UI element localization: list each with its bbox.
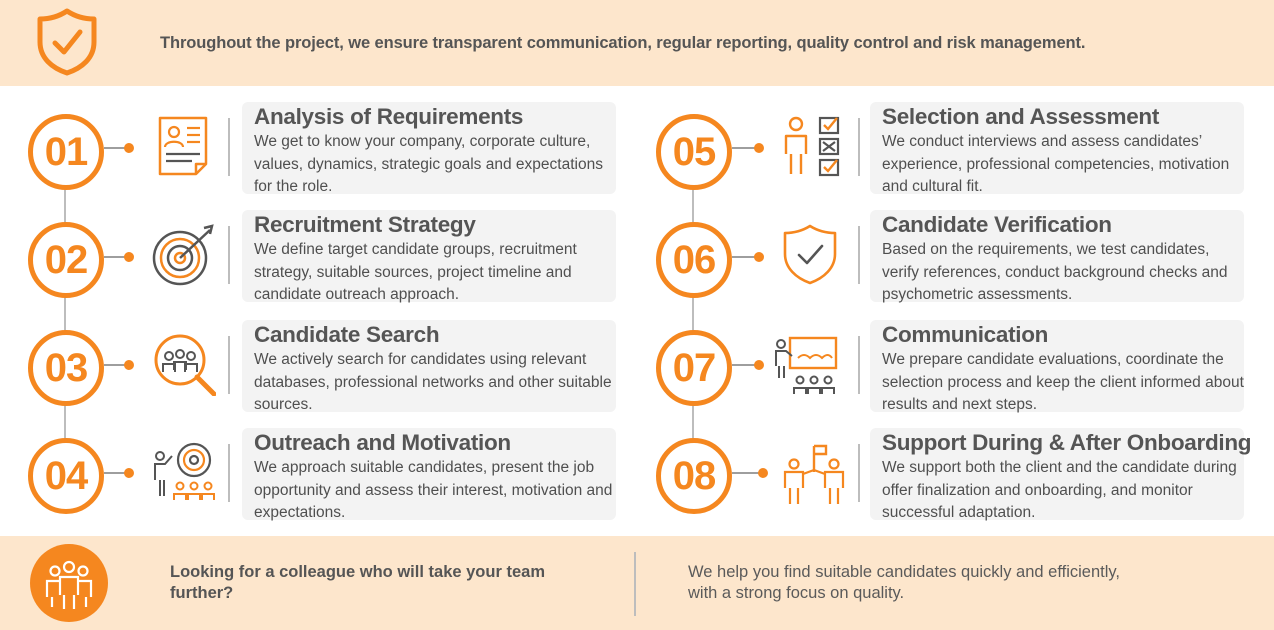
step-separator [858,226,860,284]
step-separator [858,118,860,176]
step-connector [732,147,758,149]
timeline-line-right [692,180,694,470]
step-separator [228,118,230,176]
team-badge [30,544,108,622]
step-card-07: Communication We prepare candidate evalu… [870,320,1244,413]
step-number-05: 05 [656,114,732,190]
presenter-target-icon [154,442,215,500]
step-separator [228,444,230,502]
step-separator [858,444,860,502]
shield-check-icon [783,224,837,285]
step-card-08: Support During & After Onboarding We sup… [870,428,1252,521]
step-connector [104,364,128,366]
footer-band [0,536,1274,630]
team-group-icon [45,560,93,609]
target-arrow-icon [152,224,214,286]
step-card-03: Candidate Search We actively search for … [242,320,616,413]
step-dot [124,143,134,153]
shield-check-icon [37,8,97,76]
footer-statement: We help you find suitable candidates qui… [688,563,1121,602]
step-description: We get to know your company, corporate c… [254,133,603,195]
step-title: Outreach and Motivation [254,430,511,455]
step-dot [124,468,134,478]
step-description: We support both the client and the candi… [882,459,1237,521]
footer-question: Looking for a colleague who will take yo… [170,563,545,602]
step-dot [754,252,764,262]
magnifier-people-icon [154,334,216,396]
step-separator [228,226,230,284]
presentation-board-icon [775,336,838,394]
step-separator [228,336,230,394]
step-description: Based on the requirements, we test candi… [882,241,1228,303]
person-checklist-icon [784,116,840,177]
step-description: We conduct interviews and assess candida… [882,133,1230,195]
step-card-05: Selection and Assessment We conduct inte… [870,102,1244,195]
step-card-02: Recruitment Strategy We define target ca… [242,210,616,303]
step-dot [124,252,134,262]
step-number-01: 01 [28,114,104,190]
step-title: Candidate Search [254,322,440,347]
team-flag-icon [783,444,845,504]
step-title: Support During & After Onboarding [882,430,1252,455]
step-dot [754,360,764,370]
step-title: Communication [882,322,1049,347]
step-number-06: 06 [656,222,732,298]
step-number-08: 08 [656,438,732,514]
step-connector [732,256,758,258]
step-dot [758,468,768,478]
step-title: Selection and Assessment [882,104,1160,129]
step-description: We approach suitable candidates, present… [254,459,613,521]
step-number-07: 07 [656,330,732,406]
step-dot [124,360,134,370]
step-dot [754,143,764,153]
step-connector [104,256,128,258]
step-connector [104,472,128,474]
step-title: Candidate Verification [882,212,1112,237]
step-description: We actively search for candidates using … [254,351,612,413]
step-description: We define target candidate groups, recru… [254,241,577,303]
step-number-02: 02 [28,222,104,298]
step-description: We prepare candidate evaluations, coordi… [882,351,1244,413]
timeline-line-left [64,180,66,470]
step-title: Recruitment Strategy [254,212,476,237]
step-title: Analysis of Requirements [254,104,524,129]
step-card-04: Outreach and Motivation We approach suit… [242,428,616,521]
step-separator [858,336,860,394]
step-connector [732,364,758,366]
resume-document-icon [158,116,208,176]
footer-divider [634,552,636,616]
step-connector [732,472,762,474]
header-text: Throughout the project, we ensure transp… [160,34,1086,52]
step-card-06: Candidate Verification Based on the requ… [870,210,1244,303]
step-connector [104,147,128,149]
step-number-04: 04 [28,438,104,514]
step-card-01: Analysis of Requirements We get to know … [242,102,616,195]
header-band [0,0,1274,86]
step-number-03: 03 [28,330,104,406]
